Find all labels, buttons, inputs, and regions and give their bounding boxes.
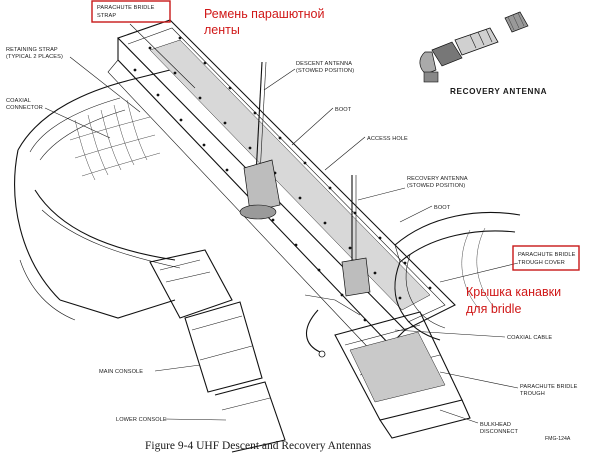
label-line: RECOVERY ANTENNA	[407, 176, 468, 182]
svg-text:RETAINING STRAP: RETAINING STRAP	[6, 47, 58, 53]
label-line: (STOWED POSITION)	[296, 68, 354, 74]
figure-caption: Figure 9-4 UHF Descent and Recovery Ante…	[145, 440, 372, 452]
svg-text:TROUGH: TROUGH	[520, 391, 545, 397]
figure-code: FMG-124A	[545, 436, 571, 442]
svg-text:RECOVERY ANTENNA: RECOVERY ANTENNA	[407, 176, 468, 182]
label-line: BULKHEAD	[480, 422, 511, 428]
label-bulkhead-disconnect: BULKHEAD DISCONNECT	[480, 422, 518, 435]
label-line: STRAP	[97, 13, 116, 19]
label-line: (TYPICAL 2 PLACES)	[6, 54, 63, 60]
label-line: DESCENT ANTENNA	[296, 61, 352, 67]
label-strap-line1: PARACHUTE BRIDLE	[97, 5, 155, 11]
label-descent-antenna: DESCENT ANTENNA (STOWED POSITION)	[296, 61, 354, 74]
label-parachute-bridle-strap: PARACHUTE BRIDLE STRAP	[91, 0, 171, 23]
quilted-panel	[69, 99, 161, 181]
label-coaxial-cable: COAXIAL CABLE	[507, 335, 552, 341]
coaxial-cable	[304, 294, 361, 358]
label-access-hole: ACCESS HOLE	[367, 136, 408, 142]
svg-text:(STOWED POSITION): (STOWED POSITION)	[296, 68, 354, 74]
ru-annotation-cover: Крышка канавки для bridle	[466, 285, 561, 316]
frame-arch	[394, 211, 521, 341]
label-line: Крышка канавки	[466, 285, 561, 299]
svg-text:DESCENT ANTENNA: DESCENT ANTENNA	[296, 61, 352, 67]
label-bridle-trough: PARACHUTE BRIDLE TROUGH	[520, 384, 578, 397]
label-retaining-strap: RETAINING STRAP (TYPICAL 2 PLACES)	[6, 47, 63, 60]
svg-text:DISCONNECT: DISCONNECT	[480, 429, 518, 435]
label-line: DISCONNECT	[480, 429, 518, 435]
label-line: PARACHUTE BRIDLE	[518, 252, 576, 258]
strap-highlight-box	[91, 0, 171, 23]
svg-text:TROUGH COVER: TROUGH COVER	[518, 260, 565, 266]
leader-lines	[44, 23, 519, 424]
label-boot-upper: BOOT	[335, 107, 352, 113]
label-line: для bridle	[466, 302, 521, 316]
svg-text:(STOWED POSITION): (STOWED POSITION)	[407, 183, 465, 189]
label-line: TROUGH COVER	[518, 260, 565, 266]
label-recovery-antenna-stowed: RECOVERY ANTENNA (STOWED POSITION)	[407, 176, 468, 189]
trough-cover-highlight-box	[512, 245, 580, 271]
recovery-antenna-detail	[419, 11, 529, 83]
label-line: ленты	[204, 23, 240, 37]
svg-text:BULKHEAD: BULKHEAD	[480, 422, 511, 428]
label-lower-console: LOWER CONSOLE	[116, 417, 167, 423]
svg-text:Крышка канавки: Крышка канавки	[466, 285, 561, 299]
label-line: TROUGH	[520, 391, 545, 397]
label-main-console: MAIN CONSOLE	[99, 369, 143, 375]
svg-text:PARACHUTE BRIDLE: PARACHUTE BRIDLE	[520, 384, 578, 390]
label-trough-cover: PARACHUTE BRIDLE TROUGH COVER	[512, 245, 580, 271]
label-strap-line2: STRAP	[97, 13, 116, 19]
label-coaxial-connector: COAXIAL CONNECTOR	[6, 98, 43, 111]
svg-text:ленты: ленты	[204, 23, 240, 37]
recovery-antenna-stowed	[341, 175, 371, 297]
svg-text:для bridle: для bridle	[466, 302, 521, 316]
bridle-trough-beam	[107, 19, 471, 439]
label-line: Ремень парашютной	[204, 7, 325, 21]
svg-text:(TYPICAL 2 PLACES): (TYPICAL 2 PLACES)	[6, 54, 63, 60]
label-line: RETAINING STRAP	[6, 47, 58, 53]
svg-text:PARACHUTE BRIDLE: PARACHUTE BRIDLE	[518, 252, 576, 258]
label-line: COAXIAL	[6, 98, 31, 104]
svg-text:Ремень парашютной: Ремень парашютной	[204, 7, 325, 21]
svg-text:CONNECTOR: CONNECTOR	[6, 105, 43, 111]
ru-annotation-strap: Ремень парашютной ленты	[204, 7, 325, 37]
cabin-structure	[14, 69, 286, 453]
label-line: (STOWED POSITION)	[407, 183, 465, 189]
label-line: PARACHUTE BRIDLE	[520, 384, 578, 390]
svg-text:COAXIAL: COAXIAL	[6, 98, 31, 104]
label-boot-lower: BOOT	[434, 205, 451, 211]
label-recovery-antenna-title: RECOVERY ANTENNA	[450, 87, 547, 96]
strap-l1: PARACHUTE BRIDLE	[97, 5, 155, 11]
label-line: CONNECTOR	[6, 105, 43, 111]
descent-antenna	[239, 61, 281, 220]
